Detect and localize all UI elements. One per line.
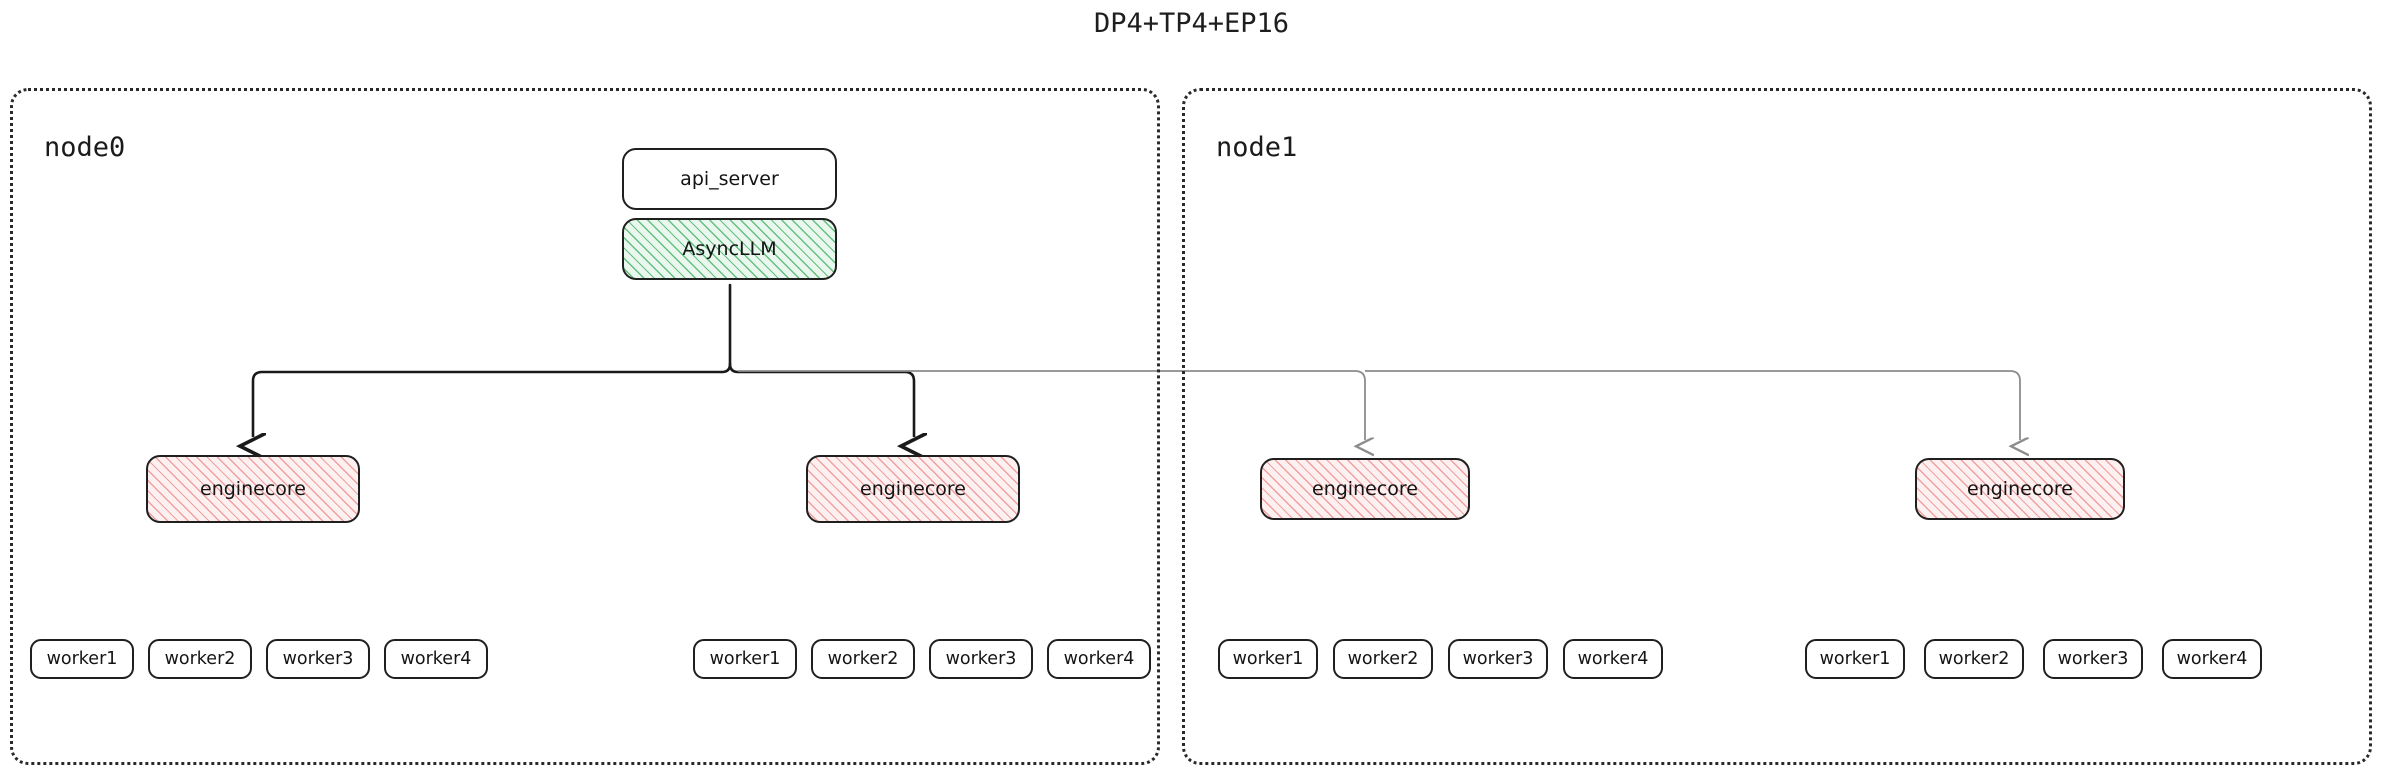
worker-label: worker2 <box>164 649 236 669</box>
enginecore-label: enginecore <box>1967 478 2073 500</box>
worker-box[interactable]: worker2 <box>811 639 915 679</box>
api-server-box[interactable]: api_server <box>622 148 837 210</box>
worker-label: worker1 <box>1819 649 1891 669</box>
worker-box[interactable]: worker4 <box>1563 639 1663 679</box>
async-llm-box[interactable]: AsyncLLM <box>622 218 837 280</box>
worker-label: worker3 <box>282 649 354 669</box>
worker-label: worker2 <box>827 649 899 669</box>
worker-label: worker4 <box>1063 649 1135 669</box>
worker-label: worker4 <box>2176 649 2248 669</box>
worker-label: worker4 <box>400 649 472 669</box>
worker-box[interactable]: worker3 <box>266 639 370 679</box>
worker-label: worker2 <box>1347 649 1419 669</box>
async-llm-label: AsyncLLM <box>682 238 777 260</box>
node-label-node1: node1 <box>1216 132 1298 163</box>
enginecore-label: enginecore <box>1312 478 1418 500</box>
worker-label: worker1 <box>46 649 118 669</box>
worker-label: worker3 <box>2057 649 2129 669</box>
node-container-node1 <box>1182 88 2372 765</box>
node-container-node0 <box>10 88 1160 765</box>
worker-box[interactable]: worker1 <box>1805 639 1905 679</box>
worker-label: worker3 <box>945 649 1017 669</box>
worker-box[interactable]: worker2 <box>1333 639 1433 679</box>
enginecore-box-node1-1[interactable]: enginecore <box>1915 458 2125 520</box>
worker-box[interactable]: worker4 <box>2162 639 2262 679</box>
api-server-label: api_server <box>680 168 779 190</box>
worker-box[interactable]: worker3 <box>2043 639 2143 679</box>
worker-label: worker4 <box>1577 649 1649 669</box>
worker-box[interactable]: worker2 <box>1924 639 2024 679</box>
enginecore-box-node1-0[interactable]: enginecore <box>1260 458 1470 520</box>
worker-label: worker1 <box>709 649 781 669</box>
enginecore-label: enginecore <box>860 478 966 500</box>
worker-label: worker2 <box>1938 649 2010 669</box>
worker-box[interactable]: worker2 <box>148 639 252 679</box>
node-label-node0: node0 <box>44 132 126 163</box>
page-title: DP4+TP4+EP16 <box>1093 8 1290 39</box>
worker-box[interactable]: worker1 <box>1218 639 1318 679</box>
enginecore-box-node0-0[interactable]: enginecore <box>146 455 360 523</box>
worker-box[interactable]: worker4 <box>384 639 488 679</box>
worker-box[interactable]: worker1 <box>693 639 797 679</box>
worker-box[interactable]: worker4 <box>1047 639 1151 679</box>
worker-label: worker3 <box>1462 649 1534 669</box>
worker-box[interactable]: worker3 <box>929 639 1033 679</box>
worker-label: worker1 <box>1232 649 1304 669</box>
enginecore-label: enginecore <box>200 478 306 500</box>
worker-box[interactable]: worker3 <box>1448 639 1548 679</box>
enginecore-box-node0-1[interactable]: enginecore <box>806 455 1020 523</box>
worker-box[interactable]: worker1 <box>30 639 134 679</box>
